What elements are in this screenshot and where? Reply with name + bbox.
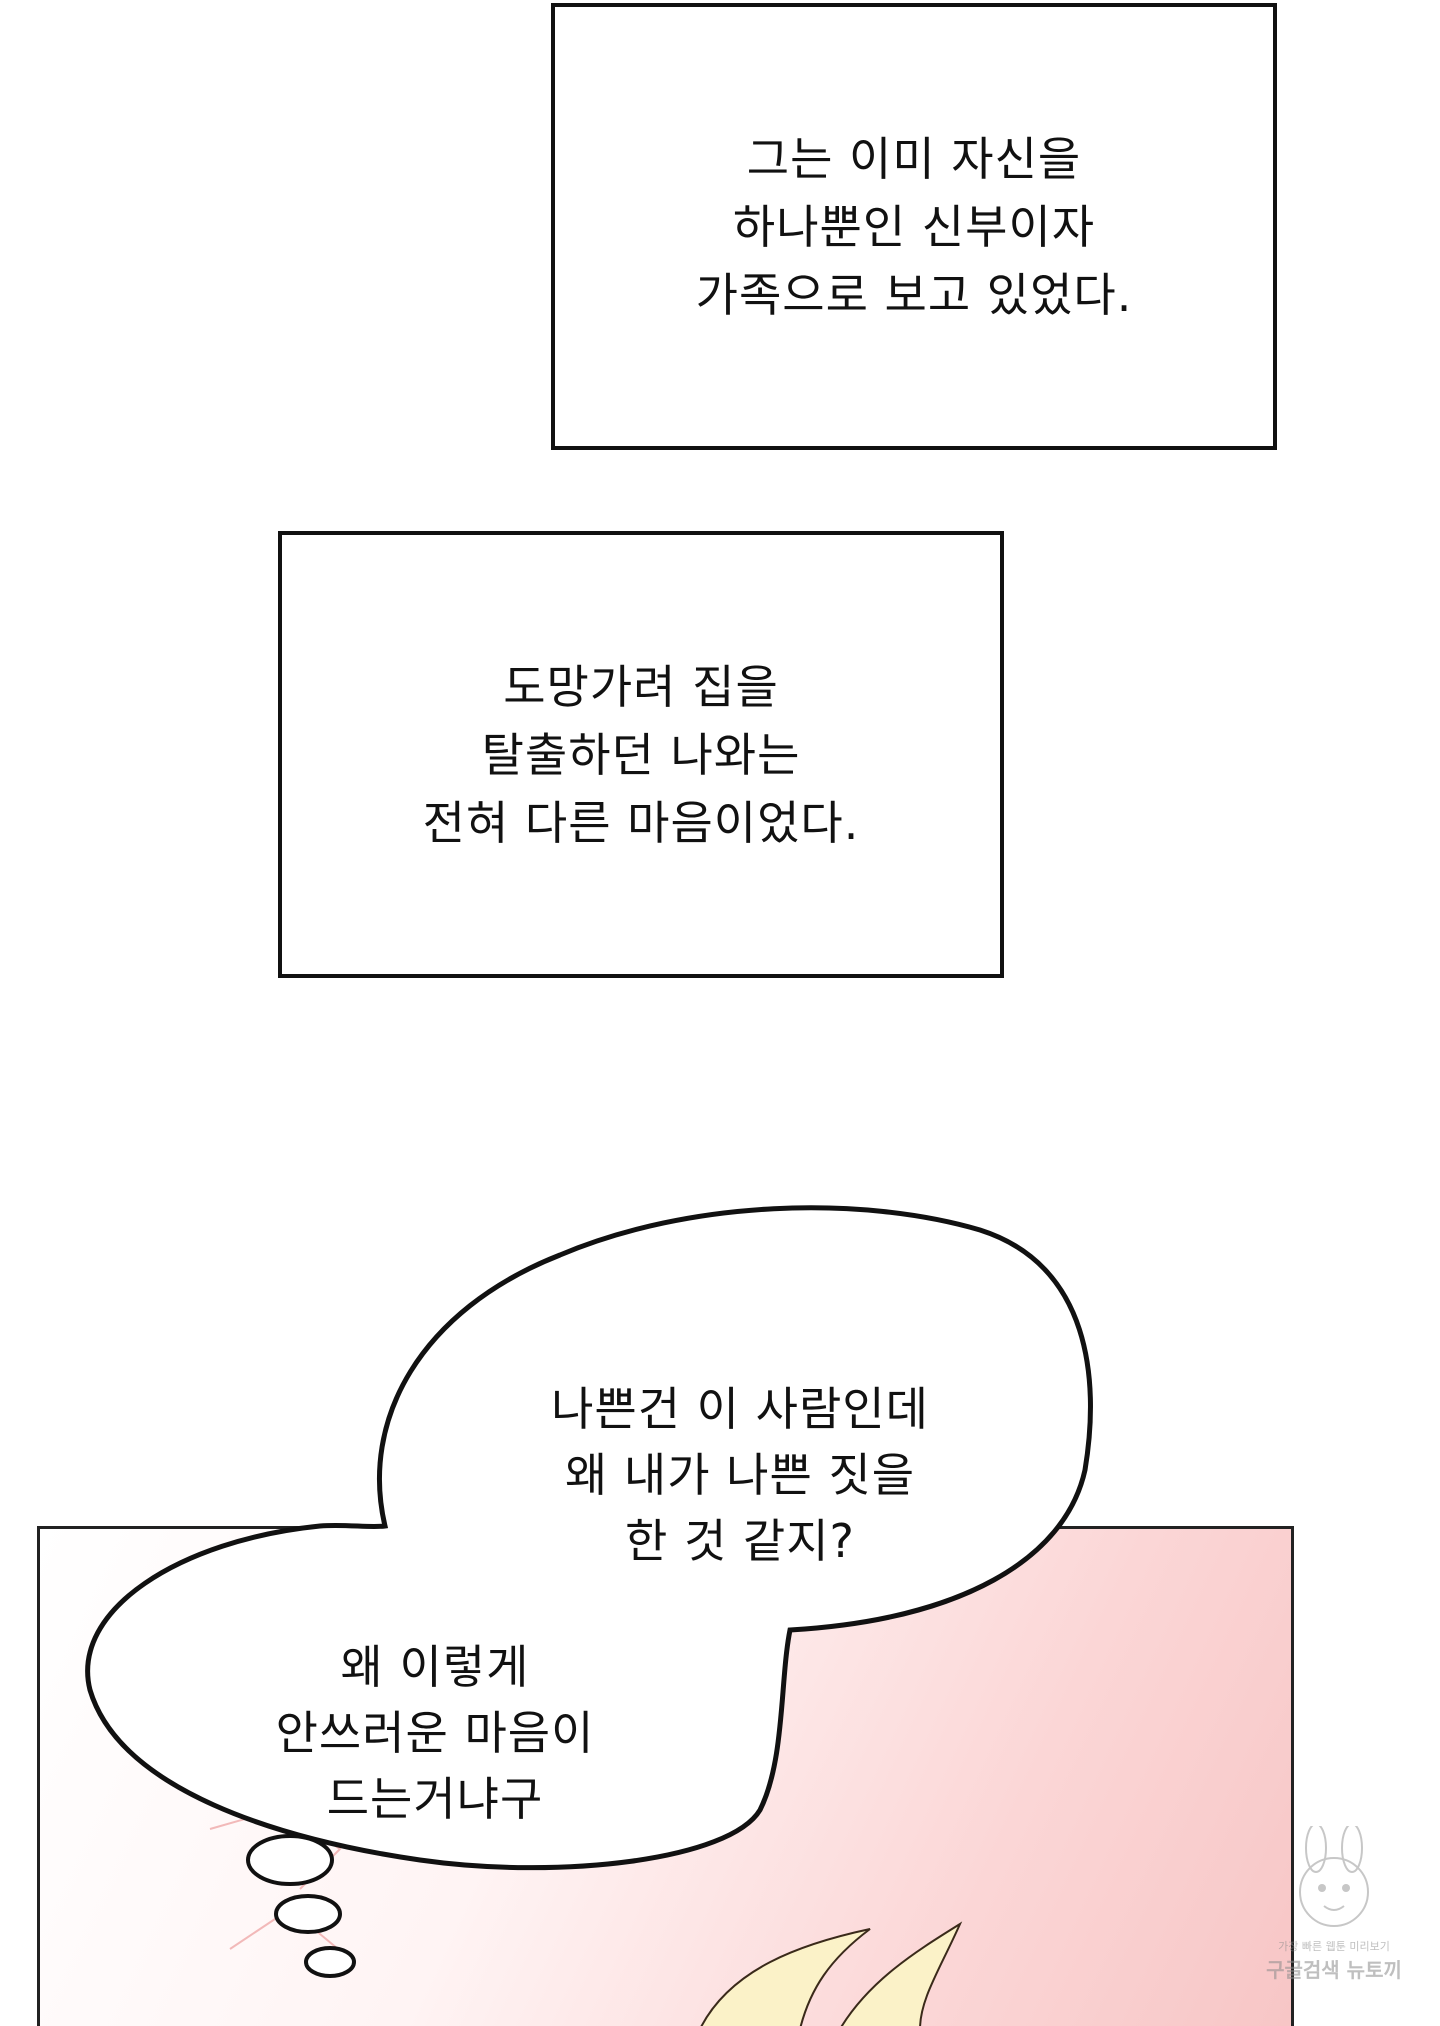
- narration-line: 그는 이미 자신을: [746, 131, 1082, 186]
- thought-line: 나쁜건 이 사람인데: [551, 1382, 929, 1436]
- narration-text-1: 그는 이미 자신을 하나뿐인 신부이자 가족으로 보고 있었다.: [696, 125, 1133, 329]
- thought-text-lower: 왜 이렇게 안쓰러운 마음이 드는거냐구: [230, 1634, 640, 1832]
- bunny-mascot-icon: [1299, 1823, 1369, 1927]
- narration-line: 가족으로 보고 있었다.: [695, 267, 1133, 322]
- thought-trail-bubble: [246, 1834, 334, 1886]
- thought-line: 드는거냐구: [326, 1772, 544, 1826]
- narration-line: 전혀 다른 마음이었다.: [422, 795, 860, 850]
- thought-text-upper: 나쁜건 이 사람인데 왜 내가 나쁜 짓을 한 것 같지?: [500, 1376, 980, 1574]
- narration-line: 도망가려 집을: [503, 659, 779, 714]
- thought-line: 한 것 같지?: [625, 1514, 855, 1568]
- thought-bubble-outline: [85, 1205, 1093, 1871]
- thought-trail-bubble: [304, 1946, 356, 1978]
- narration-line: 하나뿐인 신부이자: [732, 199, 1096, 254]
- narration-box-1: 그는 이미 자신을 하나뿐인 신부이자 가족으로 보고 있었다.: [551, 3, 1277, 450]
- watermark-brand: 구글검색 뉴토끼: [1266, 1958, 1402, 1982]
- watermark-tagline: 가장 빠른 웹툰 미리보기: [1278, 1940, 1390, 1953]
- narration-line: 탈출하던 나와는: [481, 727, 801, 782]
- narration-box-2: 도망가려 집을 탈출하던 나와는 전혀 다른 마음이었다.: [278, 531, 1004, 978]
- thought-trail-bubble: [274, 1894, 342, 1934]
- narration-text-2: 도망가려 집을 탈출하던 나와는 전혀 다른 마음이었다.: [423, 653, 860, 857]
- watermark: 가장 빠른 웹툰 미리보기 구글검색 뉴토끼: [1254, 1823, 1414, 1996]
- thought-line: 왜 내가 나쁜 짓을: [564, 1448, 916, 1502]
- thought-line: 왜 이렇게: [340, 1640, 530, 1694]
- thought-line: 안쓰러운 마음이: [275, 1706, 595, 1760]
